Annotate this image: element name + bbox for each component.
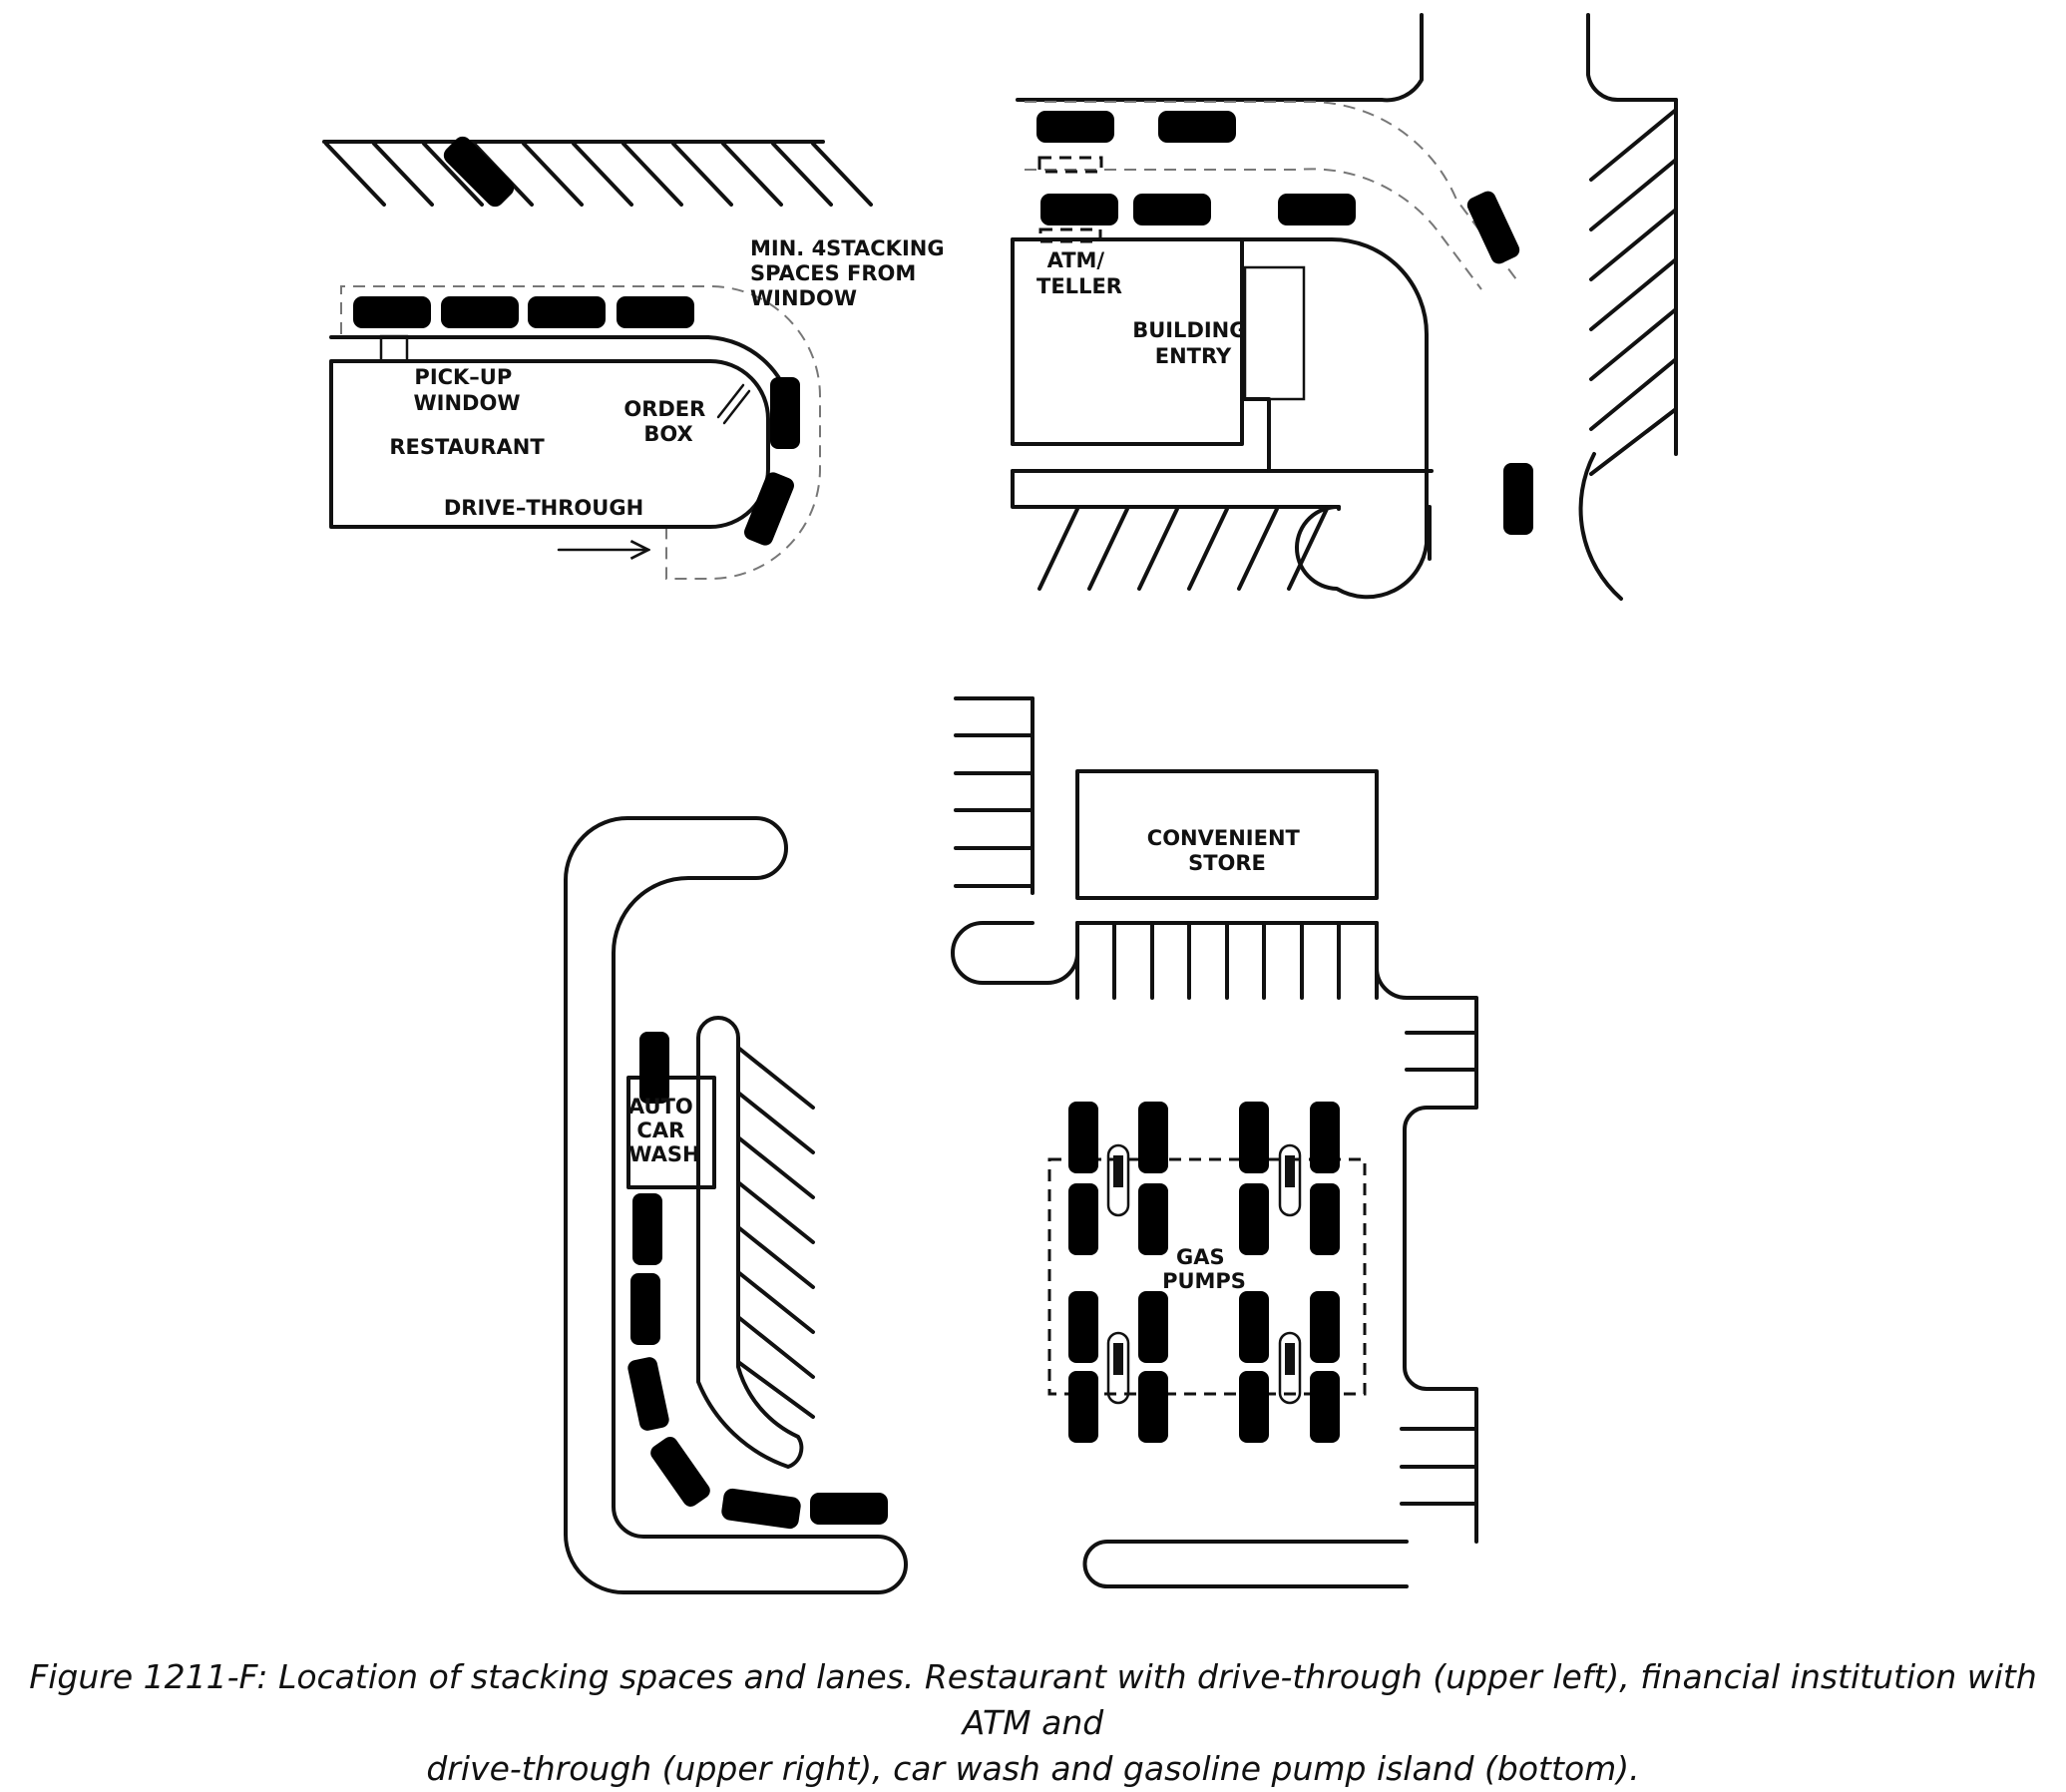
car-wash-lane-outer [564, 816, 908, 1594]
restaurant-label: RESTAURANT [389, 435, 545, 459]
store-front-stalls [1075, 921, 1379, 1000]
car-wash-angled-stalls [736, 1046, 815, 1419]
queued-car [647, 1433, 713, 1511]
queued-car [1036, 111, 1114, 143]
parking-stalls-top [322, 133, 873, 211]
stacking-car [528, 296, 606, 328]
fueling-car [1138, 1102, 1168, 1173]
gas-lot-curb-bottom [1082, 1540, 1409, 1588]
convenient-store-building [1075, 769, 1379, 900]
fueling-car [1310, 1291, 1340, 1363]
caption-line-2: drive-through (upper right), car wash an… [426, 1749, 1640, 1788]
store-entry-curb [951, 921, 1079, 985]
fueling-car [1310, 1102, 1340, 1173]
pickup-window-mark [379, 334, 409, 363]
angled-parking-bottom [1037, 507, 1329, 591]
bank-plan: ATM/ TELLER BUILDING ENTRY [1011, 13, 1678, 601]
queued-car [625, 1355, 671, 1433]
gas-pump-zone [1047, 1157, 1367, 1396]
atm-mark [1037, 156, 1103, 174]
atm-teller-label: ATM/ TELLER [1036, 248, 1122, 298]
fueling-car [1068, 1371, 1098, 1443]
car-wash-plan: AUTO CAR WASH [564, 816, 908, 1594]
stacking-lane-outline [340, 285, 821, 580]
queued-car [720, 1487, 802, 1531]
drive-through-lanes [1025, 100, 1517, 290]
gas-lot-curb-right [1375, 966, 1478, 1544]
fueling-car [1310, 1371, 1340, 1443]
convenient-store-label: CONVENIENT STORE [1147, 826, 1307, 875]
queued-car [630, 1273, 660, 1345]
right-perpendicular-stalls [1400, 1031, 1478, 1506]
fueling-car [1239, 1183, 1269, 1255]
queued-car [810, 1493, 888, 1525]
restaurant-plan: MIN. 4STACKING SPACES FROM WINDOW PICK–U… [322, 133, 952, 580]
street-curbs [1016, 13, 1678, 601]
fueling-car [1138, 1371, 1168, 1443]
stacking-car [617, 296, 694, 328]
left-perpendicular-stalls [954, 696, 1034, 895]
fueling-car [1068, 1291, 1098, 1363]
pickup-window-label: PICK–UP WINDOW [414, 365, 521, 415]
building-entry-label: BUILDING ENTRY [1132, 318, 1254, 368]
queued-car [1158, 111, 1236, 143]
queued-car [632, 1193, 662, 1265]
car-wash-building [626, 1076, 716, 1189]
order-box-label: ORDER BOX [623, 397, 712, 446]
angled-parking-right [1589, 98, 1678, 476]
building-entry-mark [1243, 265, 1306, 401]
caption-line-1: Figure 1211-F: Location of stacking spac… [29, 1657, 2037, 1742]
stacking-car [770, 377, 800, 449]
fueling-car [1239, 1371, 1269, 1443]
stacking-car [353, 296, 431, 328]
queued-car [1040, 194, 1118, 225]
drive-through-label: DRIVE–THROUGH [444, 496, 643, 520]
gas-pumps-label: GAS PUMPS [1162, 1245, 1246, 1293]
fueling-car [1138, 1183, 1168, 1255]
exiting-car [1464, 189, 1522, 266]
stacking-spaces-label: MIN. 4STACKING SPACES FROM WINDOW [750, 236, 952, 310]
pump-islands [1106, 1143, 1302, 1405]
fueling-car [1068, 1183, 1098, 1255]
order-box-mark [716, 383, 745, 419]
fueling-car [1239, 1291, 1269, 1363]
queued-car [1278, 194, 1356, 225]
teller-mark [1038, 227, 1102, 243]
queued-car [1133, 194, 1211, 225]
car-wash-island [696, 1016, 804, 1469]
car-in-wash [639, 1032, 669, 1104]
fueling-car [1239, 1102, 1269, 1173]
fueling-car [1138, 1291, 1168, 1363]
gas-station-plan: CONVENIENT STORE GAS PUMPS [951, 696, 1478, 1588]
street-car [1503, 463, 1533, 535]
fueling-car [1310, 1183, 1340, 1255]
fueling-car [1068, 1102, 1098, 1173]
bank-building [1011, 237, 1434, 600]
stacking-car [441, 296, 519, 328]
figure-caption: Figure 1211-F: Location of stacking spac… [0, 1654, 2066, 1792]
car-wash-label: AUTO CAR WASH [628, 1095, 700, 1166]
